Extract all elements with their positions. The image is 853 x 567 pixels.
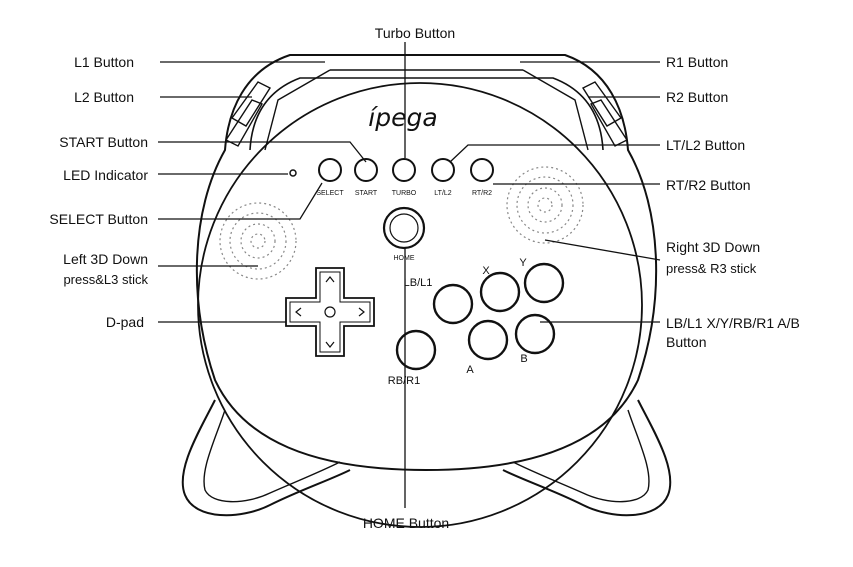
b-button[interactable] bbox=[514, 313, 556, 355]
right-stick[interactable] bbox=[506, 166, 584, 244]
select-label: SELECT bbox=[316, 190, 344, 197]
turbo-callout: Turbo Button bbox=[375, 25, 455, 41]
dpad-right-icon bbox=[358, 307, 365, 317]
start-leader bbox=[158, 141, 367, 163]
top-band bbox=[249, 77, 604, 151]
right-bumper bbox=[589, 99, 629, 147]
top-band-inner bbox=[264, 69, 589, 151]
l1-callout: L1 Button bbox=[74, 54, 134, 70]
face-buttons bbox=[395, 262, 565, 371]
r2-callout: R2 Button bbox=[666, 89, 728, 105]
left-trigger bbox=[230, 81, 272, 127]
a-label: A bbox=[466, 364, 474, 376]
x-label: X bbox=[482, 265, 490, 277]
left-bumper bbox=[224, 99, 264, 147]
left-grip-inner bbox=[203, 409, 341, 503]
dpad-up-icon bbox=[325, 276, 335, 283]
face-callout-line2: Button bbox=[666, 334, 706, 350]
l2-callout: L2 Button bbox=[74, 89, 134, 105]
select-button[interactable] bbox=[318, 158, 342, 182]
controller-body bbox=[181, 54, 672, 528]
right-3d-callout-line2: press& R3 stick bbox=[666, 261, 757, 276]
a-button[interactable] bbox=[467, 319, 509, 361]
start-button[interactable] bbox=[354, 158, 378, 182]
dpad-callout: D-pad bbox=[106, 314, 144, 330]
rt-r2-button[interactable] bbox=[470, 158, 494, 182]
lb-l1-button[interactable] bbox=[432, 283, 474, 325]
x-button[interactable] bbox=[479, 271, 521, 313]
right-3d-callout-line1: Right 3D Down bbox=[666, 239, 760, 255]
center-buttons bbox=[318, 158, 494, 182]
dpad-left-icon bbox=[295, 307, 302, 317]
face-callout-line1: LB/L1 X/Y/RB/R1 A/B bbox=[666, 315, 800, 331]
dpad-arrows bbox=[295, 276, 365, 348]
right-3d-leader bbox=[544, 239, 661, 261]
b-label: B bbox=[520, 353, 527, 365]
rb-r1-button[interactable] bbox=[395, 329, 437, 371]
select-callout: SELECT Button bbox=[49, 211, 148, 227]
home-callout: HOME Button bbox=[363, 515, 449, 531]
y-label: Y bbox=[519, 257, 527, 269]
turbo-label: TURBO bbox=[392, 190, 417, 197]
rt-r2-label: RT/R2 bbox=[472, 190, 492, 197]
outer-shell bbox=[195, 54, 658, 472]
rb-r1-label: RB/R1 bbox=[388, 375, 420, 387]
brand-logo: ípega bbox=[368, 103, 437, 132]
left-stick[interactable] bbox=[219, 202, 297, 280]
start-callout: START Button bbox=[59, 134, 148, 150]
lb-l1-label: LB/L1 bbox=[404, 277, 433, 289]
start-label: START bbox=[355, 190, 378, 197]
lt-l2-label: LT/L2 bbox=[434, 190, 451, 197]
left-grip bbox=[181, 399, 351, 517]
inner-face bbox=[197, 82, 643, 528]
right-trigger bbox=[581, 81, 623, 127]
lt-l2-callout: LT/L2 Button bbox=[666, 137, 745, 153]
right-grip bbox=[502, 399, 672, 517]
right-grip-inner bbox=[512, 409, 650, 503]
led-indicator bbox=[289, 169, 297, 177]
left-3d-callout-line2: press&L3 stick bbox=[63, 272, 148, 287]
dpad[interactable] bbox=[285, 267, 375, 357]
left-3d-callout-line1: Left 3D Down bbox=[63, 251, 148, 267]
select-leader bbox=[158, 182, 323, 220]
leader-lines bbox=[158, 42, 661, 508]
rt-r2-callout: RT/R2 Button bbox=[666, 177, 751, 193]
led-callout: LED Indicator bbox=[63, 167, 148, 183]
lt-l2-leader bbox=[449, 144, 660, 163]
lt-l2-button[interactable] bbox=[431, 158, 455, 182]
y-button[interactable] bbox=[523, 262, 565, 304]
home-button[interactable] bbox=[382, 206, 426, 250]
home-label: HOME bbox=[394, 255, 415, 262]
r1-callout: R1 Button bbox=[666, 54, 728, 70]
turbo-button[interactable] bbox=[392, 158, 416, 182]
dpad-down-icon bbox=[325, 341, 335, 348]
